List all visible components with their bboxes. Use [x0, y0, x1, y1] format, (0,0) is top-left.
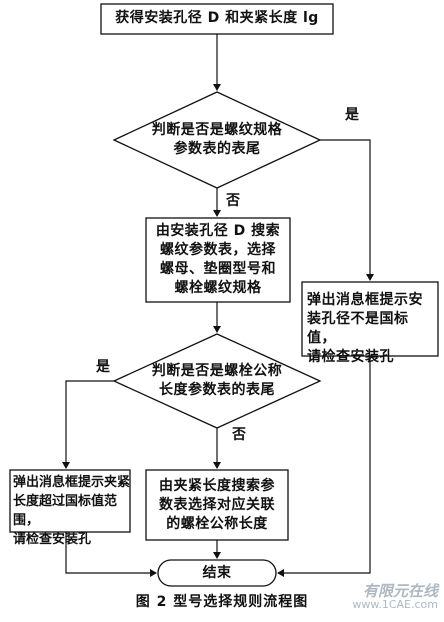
watermark-text: 有限元在线 [362, 582, 438, 600]
figure-caption: 图 2 型号选择规则流程图 [135, 594, 309, 610]
decision1-label: 判断是否是螺纹规格 参数表的表尾 [151, 122, 283, 157]
edge-label-d1-yes: 是 [345, 107, 359, 123]
edge-label-d2-no: 否 [232, 427, 246, 443]
end-label: 结束 [202, 565, 232, 581]
edge-msglen-to-end [65, 532, 157, 577]
end-terminal [157, 559, 277, 587]
edge-d2-yes [62, 380, 114, 469]
process-search-box [145, 217, 291, 303]
decision2-label: 判断是否是螺栓公称 长度参数表的表尾 [151, 363, 283, 398]
edge-label-d1-no: 否 [226, 193, 240, 209]
start-label: 获得安装孔径 D 和夹紧长度 lg [115, 10, 319, 26]
process-length-label: 由夹紧长度搜索参 数表选择对应关联 的螺栓公称长度 [159, 478, 275, 532]
process-search-label: 由安装孔径 D 搜索 螺纹参数表，选择 螺母、垫圈型号和 螺栓螺纹规格 [155, 223, 281, 296]
message-hole-box [301, 281, 439, 357]
message-length-label: 弹出消息框提示夹紧 长度超过国标值范围， 请检查安装孔 [13, 475, 131, 547]
edge-label-d2-yes: 是 [96, 359, 110, 375]
process-length-box [145, 469, 289, 541]
message-length-box [9, 469, 131, 533]
edge-msghole-to-end [277, 356, 371, 577]
message-hole-label: 弹出消息框提示安 装孔径不是国标值， 请检查安装孔 [307, 292, 423, 365]
start-box [100, 3, 334, 35]
edge-d1-yes [320, 139, 374, 281]
watermark-url: www.1CAE.com [352, 598, 438, 611]
